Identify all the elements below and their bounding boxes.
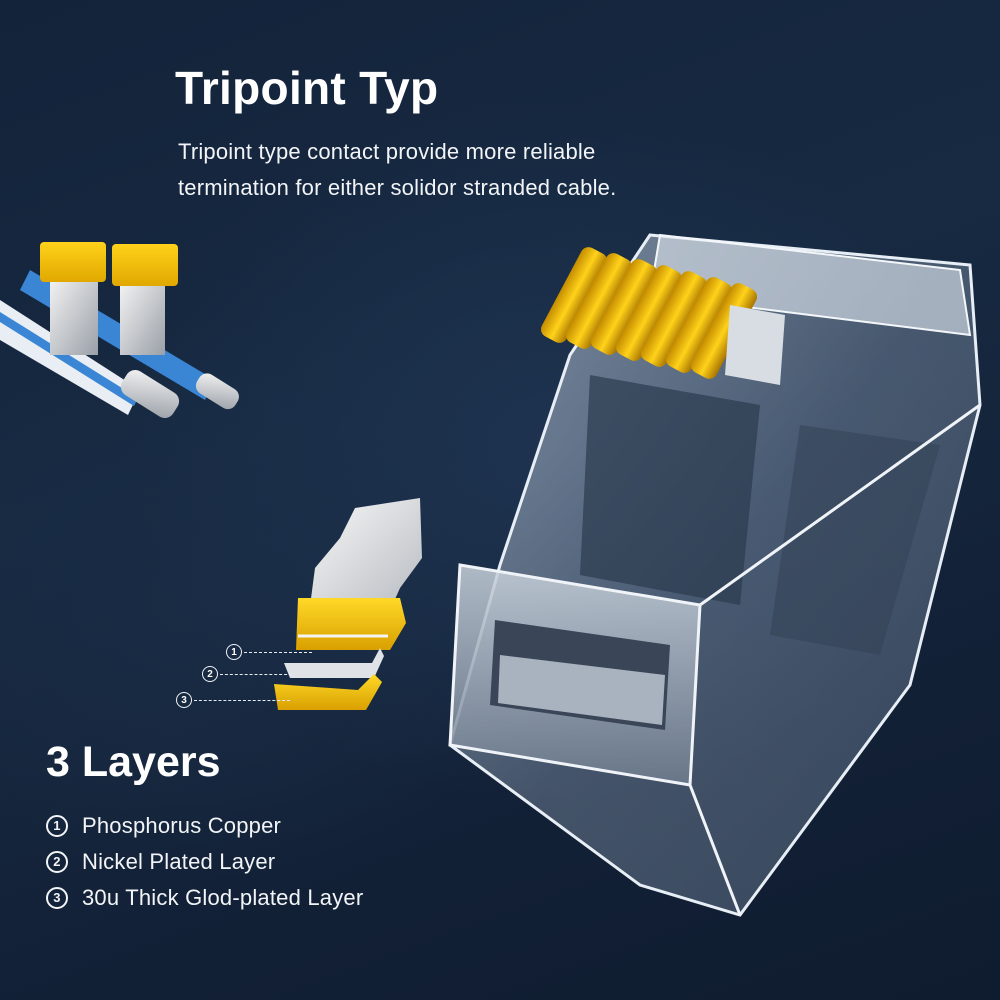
- layer-callout-2: 2: [202, 666, 292, 682]
- layers-heading: 3 Layers: [46, 738, 221, 786]
- layer-label: Nickel Plated Layer: [82, 849, 276, 874]
- number-badge: 1: [46, 815, 68, 837]
- wire-contacts-illustration: [0, 242, 239, 418]
- layer-callout-1: 1: [226, 644, 312, 660]
- layer-label: Phosphorus Copper: [82, 813, 282, 838]
- tripoint-heading: Tripoint Typ: [175, 62, 439, 114]
- layer-item: 2 Nickel Plated Layer: [46, 844, 363, 880]
- number-badge: 2: [46, 851, 68, 873]
- rj45-connector-illustration: [448, 233, 982, 917]
- layer-callout-3: 3: [176, 692, 290, 708]
- number-badge: 3: [46, 887, 68, 909]
- tripoint-description: Tripoint type contact provide more relia…: [178, 139, 617, 200]
- layers-list: 1 Phosphorus Copper 2 Nickel Plated Laye…: [46, 808, 363, 916]
- layer-item: 3 30u Thick Glod-plated Layer: [46, 880, 363, 916]
- layer-label: 30u Thick Glod-plated Layer: [82, 885, 364, 910]
- contact-blade-illustration: [274, 498, 422, 710]
- layer-item: 1 Phosphorus Copper: [46, 808, 363, 844]
